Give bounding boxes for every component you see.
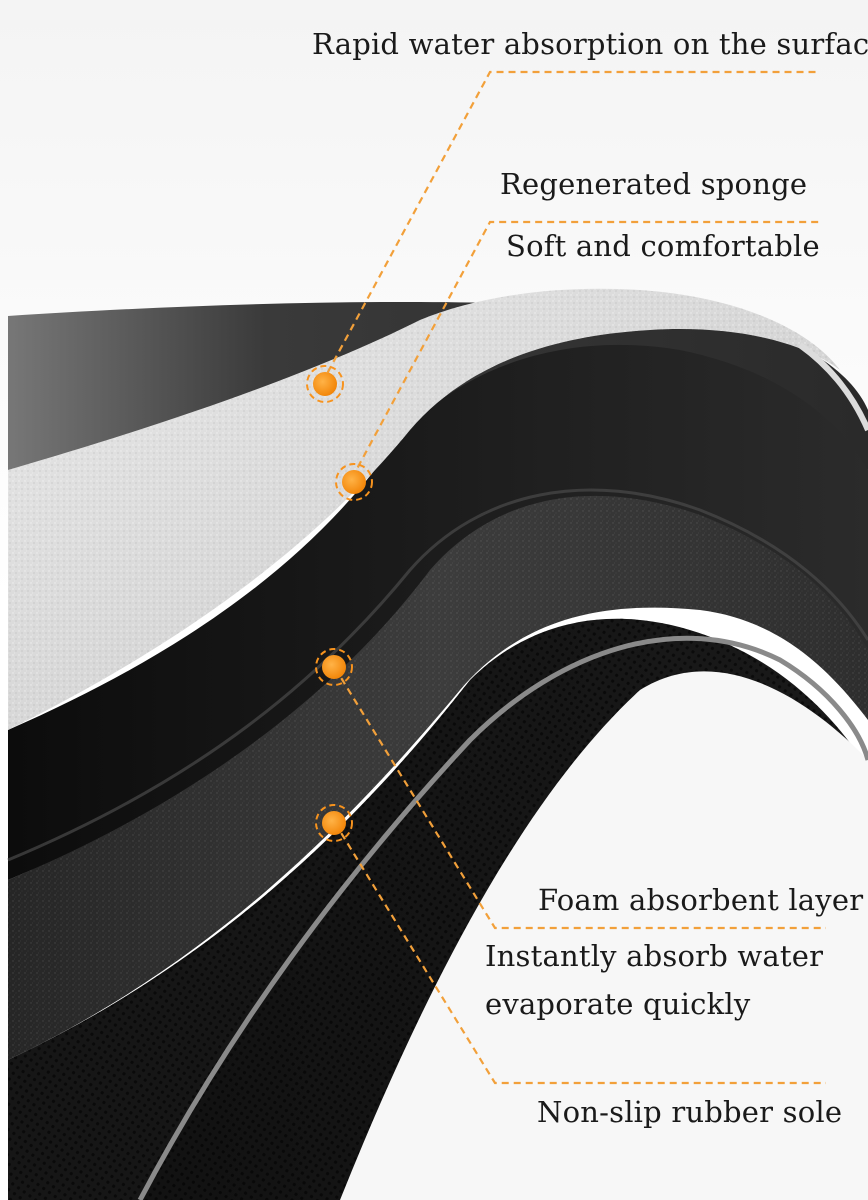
- callout-sponge-title: Regenerated sponge: [500, 170, 807, 199]
- callout-foam-line-2: Instantly absorb water: [485, 942, 823, 971]
- callout-foam-title: Foam absorbent layer: [538, 886, 863, 915]
- callout-surface-title: Rapid water absorption on the surface: [312, 30, 868, 59]
- callout-sponge-subtitle: Soft and comfortable: [506, 232, 820, 261]
- callout-foam-line-3: evaporate quickly: [485, 990, 750, 1019]
- callout-sole-title: Non-slip rubber sole: [537, 1098, 842, 1127]
